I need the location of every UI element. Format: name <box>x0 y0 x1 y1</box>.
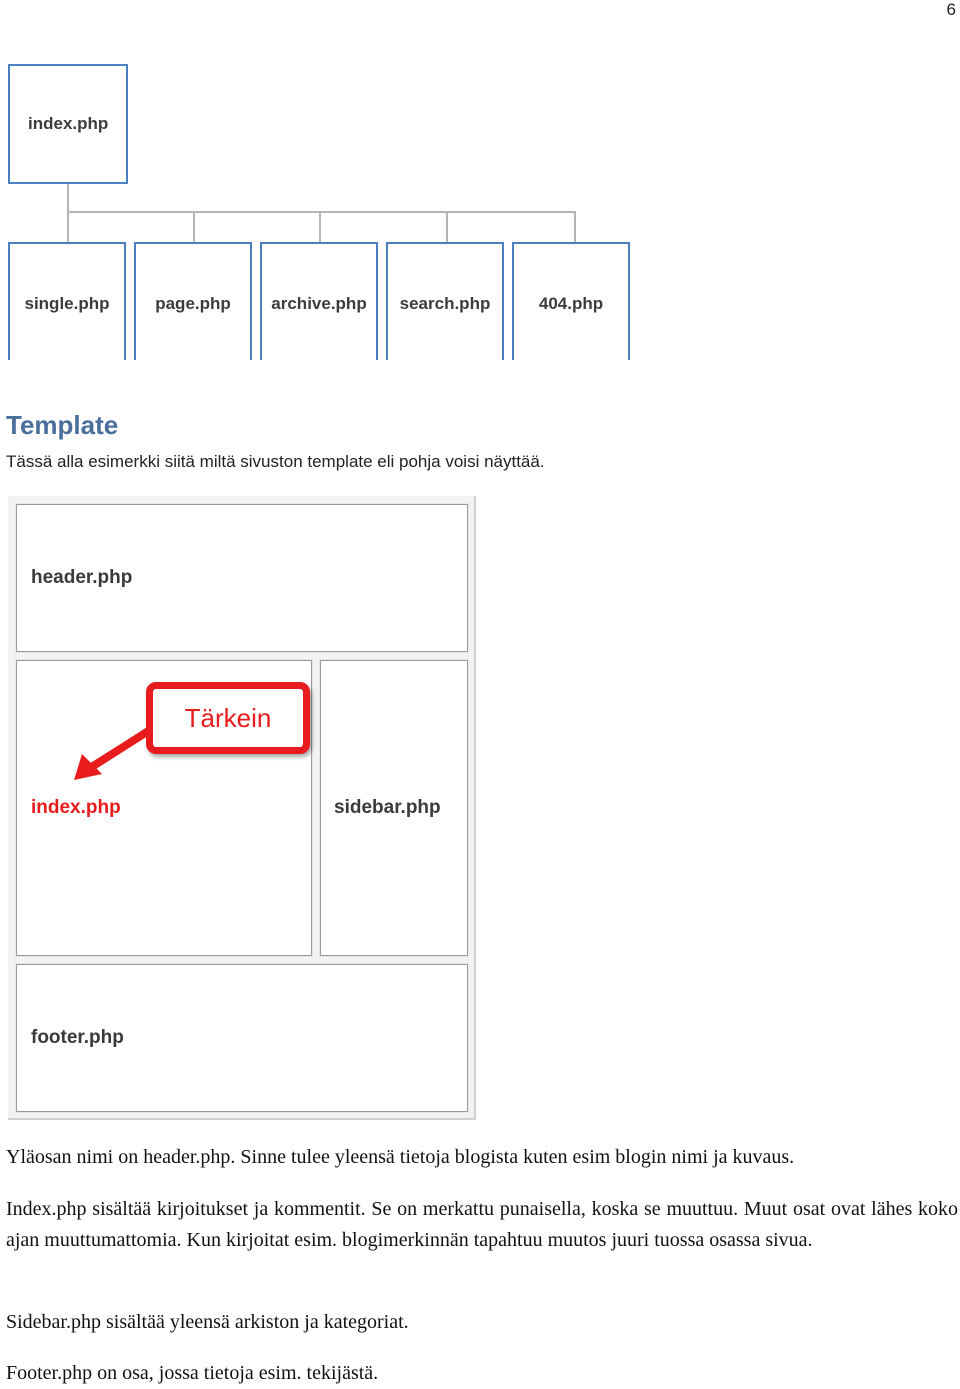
importance-callout: Tärkein <box>146 682 310 754</box>
header-label: header.php <box>31 567 133 588</box>
connector-line <box>67 211 69 242</box>
connector-line <box>67 211 576 213</box>
connector-line <box>446 211 448 242</box>
connector-line <box>574 211 576 242</box>
hierarchy-child: single.php <box>8 242 126 360</box>
paragraph-index: Index.php sisältää kirjoitukset ja komme… <box>6 1198 958 1251</box>
hierarchy-child: search.php <box>386 242 504 360</box>
index-label: index.php <box>31 797 121 818</box>
connector-line <box>67 184 69 212</box>
connector-line <box>193 211 195 242</box>
paragraph-footer: Footer.php on osa, jossa tietoja esim. t… <box>6 1362 379 1384</box>
footer-label: footer.php <box>31 1027 124 1048</box>
sidebar-label: sidebar.php <box>334 797 441 818</box>
sidebar-region: sidebar.php <box>320 660 468 956</box>
template-layout-diagram: header.php index.php sidebar.php footer.… <box>8 496 476 1120</box>
paragraph-sidebar: Sidebar.php sisältää yleensä arkiston ja… <box>6 1311 409 1333</box>
hierarchy-root-index: index.php <box>8 64 128 184</box>
arrow-icon <box>74 726 154 780</box>
hierarchy-child: archive.php <box>260 242 378 360</box>
section-heading: Template <box>6 410 119 440</box>
section-intro: Tässä alla esimerkki siitä miltä sivusto… <box>6 452 545 471</box>
hierarchy-child: 404.php <box>512 242 630 360</box>
footer-region: footer.php <box>16 964 468 1112</box>
header-region: header.php <box>16 504 468 652</box>
connector-line <box>319 211 321 242</box>
hierarchy-child: page.php <box>134 242 252 360</box>
template-hierarchy-diagram: index.php single.php page.php archive.ph… <box>0 60 640 360</box>
hierarchy-root-label: index.php <box>28 114 109 133</box>
page-number: 6 <box>946 0 956 19</box>
paragraph-header: Yläosan nimi on header.php. Sinne tulee … <box>6 1146 795 1168</box>
